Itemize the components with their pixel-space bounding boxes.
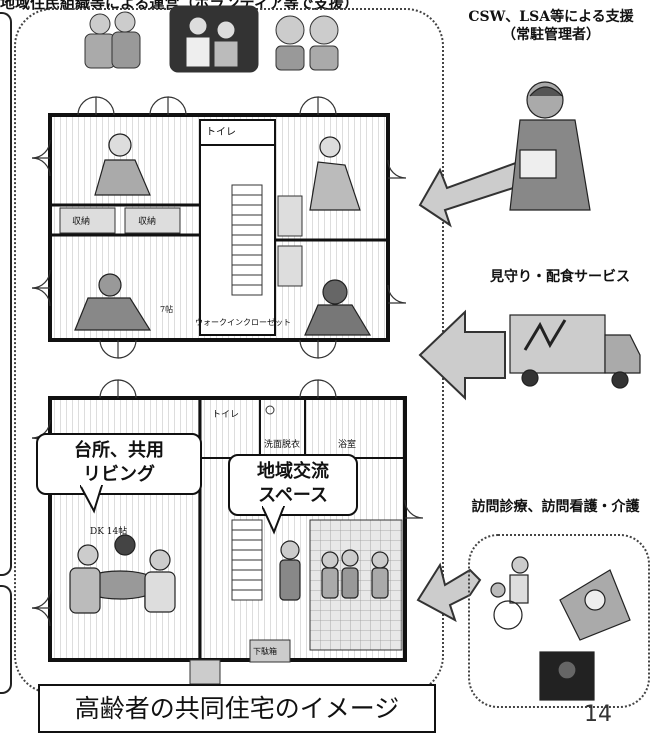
left-panel-edge xyxy=(0,12,12,576)
plan-label-dk: DK 14帖 xyxy=(90,527,128,537)
community-callout-line1: 地域交流 xyxy=(257,461,329,482)
kitchen-callout: 台所、共用 リビング xyxy=(36,433,202,495)
visiting-care-illustration xyxy=(490,556,631,701)
csw-worker-illustration xyxy=(509,81,591,211)
visit-care-label: 訪問診療、訪問看護・介護 xyxy=(471,499,640,515)
plan-label-washroom: 洗面脱衣 xyxy=(264,440,301,450)
plan-label-storage-1: 収納 xyxy=(72,217,91,227)
watch-arrow xyxy=(418,309,506,401)
plan-label-bath: 浴室 xyxy=(338,440,357,450)
plan-label-entrance: 下駄箱 xyxy=(253,647,277,656)
delivery-truck-illustration xyxy=(509,314,641,389)
plan-label-walkin: ウォークインクローゼット xyxy=(195,318,291,327)
csw-support-label: CSW、LSA等による支援 （常駐管理者） xyxy=(446,8,653,44)
csw-support-line1: CSW、LSA等による支援 xyxy=(468,9,634,25)
plan-label-room: 7帖 xyxy=(160,305,174,314)
watch-service-label: 見守り・配食サービス xyxy=(490,269,630,285)
residents-illustration xyxy=(84,5,339,73)
community-callout: 地域交流 スペース xyxy=(228,454,358,516)
plan-label-toilet: トイレ xyxy=(206,127,236,138)
plan-label-storage-2: 収納 xyxy=(138,217,157,227)
left-panel-edge-lower xyxy=(0,585,12,694)
kitchen-callout-tail xyxy=(80,485,104,514)
visit-arrow xyxy=(416,562,482,623)
csw-support-line2: （常駐管理者） xyxy=(502,27,600,43)
plan-label-toilet-2: トイレ xyxy=(212,410,240,420)
community-callout-line2: スペース xyxy=(258,485,328,506)
visit-care-frame xyxy=(468,534,650,708)
kitchen-callout-line2: リビング xyxy=(83,464,155,485)
kitchen-callout-line1: 台所、共用 xyxy=(74,440,164,461)
page-number: 14 xyxy=(584,702,612,727)
community-callout-tail xyxy=(262,506,286,535)
page-title: 高齢者の共同住宅のイメージ xyxy=(38,684,436,733)
